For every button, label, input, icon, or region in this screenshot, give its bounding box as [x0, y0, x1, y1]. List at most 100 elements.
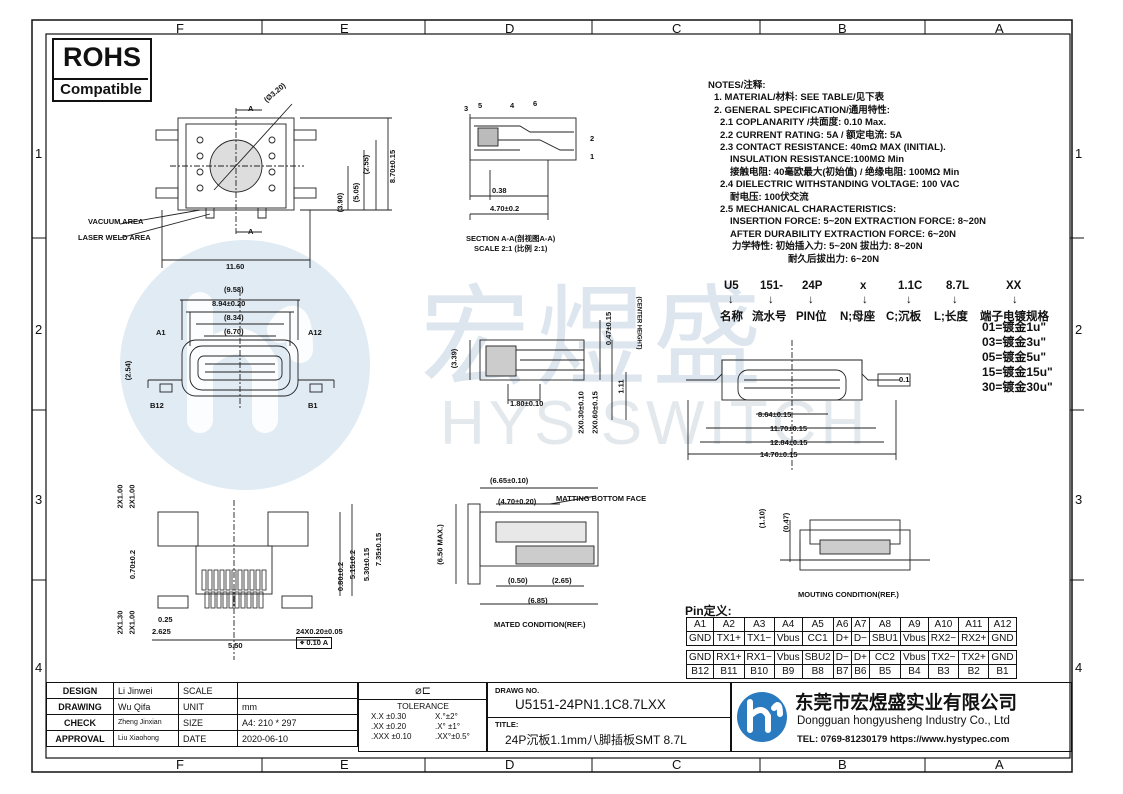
company-block: 东莞市宏煜盛实业有限公司 Dongguan hongyusheng Indust…: [730, 682, 1072, 752]
callout-2: 2: [590, 134, 595, 143]
fp-position-tolerance: ⌖ 0.10 A: [296, 637, 333, 649]
drawing-title: 24P沉板1.1mm八脚插板SMT 8.7L: [505, 733, 687, 747]
dim-2x0-30: 2X0.30±0.10: [576, 391, 586, 434]
mated-dim-6-85: (6.85): [528, 596, 548, 605]
pn-seg-0: U5: [724, 280, 739, 292]
scale-value: [237, 682, 358, 699]
design-name: Li Jinwei: [113, 682, 179, 699]
check-name: Zheng Jinxian: [113, 714, 179, 731]
pin-cell: A8: [868, 617, 902, 632]
pin-cell: CC2: [868, 650, 902, 665]
dim-3-90: (3.90): [335, 192, 345, 213]
pin-cell: D+: [832, 631, 852, 646]
fp-dim-2x1-00-c: 2X1.00: [127, 610, 137, 635]
fp-dim-5-30: 5.30±0.15: [362, 547, 372, 582]
zone-bottom-e: E: [340, 757, 349, 772]
dim-5-05: (5.05): [351, 182, 361, 203]
pin-cell: A4: [773, 617, 803, 632]
footprint-view: [152, 500, 353, 660]
pin-cell: Vbus: [773, 631, 803, 646]
mated-dim-4-70: (4.70±0.20): [498, 497, 537, 506]
fp-dim-2-625: 2.625: [152, 627, 171, 636]
pin-cell: Vbus: [900, 650, 929, 665]
pin-cell: A3: [743, 617, 775, 632]
drawing-number-block: DRAWG NO. U5151-24PN1.1C8.7LXX TITLE: 24…: [486, 682, 732, 752]
pin-cell: Vbus: [900, 631, 929, 646]
fp-tolerance-value: 0.10: [306, 638, 321, 647]
laser-weld-label: LASER WELD AREA: [78, 233, 151, 242]
plating-option: 01=镀金1u": [982, 320, 1047, 334]
flatness-value: 0.1: [899, 375, 910, 384]
pn-arrow: ↓: [808, 294, 814, 306]
pin-cell: GND: [988, 631, 1017, 646]
pn-meaning-5: L;长度: [934, 311, 968, 323]
tol-angle: .X° ±1°: [435, 722, 461, 731]
dim-14-70: 14.70±0.15: [760, 450, 798, 459]
dim-2-55: (2.55): [361, 154, 371, 175]
pin-cell: RX1+: [713, 650, 745, 665]
size-value: A4: 210 * 297: [237, 714, 358, 731]
zone-bottom-c: C: [672, 757, 682, 772]
fp-dim-2x1-00-a: 2X1.00: [115, 484, 125, 509]
pin-cell: D−: [850, 631, 870, 646]
note-line: NOTES/注释:: [708, 80, 766, 91]
pn-arrow: ↓: [952, 294, 958, 306]
note-line: INSULATION RESISTANCE:100MΩ Min: [730, 154, 905, 166]
fp-dim-2x1-00-b: 2X1.00: [127, 484, 137, 509]
tolerance-label: TOLERANCE: [397, 701, 449, 711]
zone-top-a: A: [995, 21, 1004, 36]
note-line: 2.2 CURRENT RATING: 5A / 额定电流: 5A: [720, 129, 903, 141]
pin-cell: B10: [743, 664, 775, 679]
zone-bottom-b: B: [838, 757, 847, 772]
zone-top-d: D: [505, 21, 515, 36]
approval-name: Liu Xiaohong: [113, 730, 179, 747]
pin-cell: A9: [900, 617, 929, 632]
pn-seg-5: 8.7L: [946, 280, 970, 292]
pn-seg-6: XX: [1006, 280, 1022, 292]
note-line: 2. GENERAL SPECIFICATION/通用特性:: [714, 104, 890, 116]
zone-right-3: 3: [1075, 492, 1083, 507]
dim-8-70: 8.70±0.15: [388, 149, 398, 184]
tol-linear: .XX ±0.20: [371, 722, 407, 731]
pin-b12-label: B12: [150, 401, 164, 410]
pin-cell: B12: [685, 664, 715, 679]
dim-0-47: 0.47±0.15: [604, 311, 614, 346]
tol-angle: .XX°±0.5°: [435, 732, 470, 741]
zone-top-f: F: [176, 21, 184, 36]
mount-dim-1-10: (1.10): [757, 508, 767, 529]
pin-cell: B2: [958, 664, 990, 679]
approval-label: APPROVAL: [46, 730, 114, 747]
top-view: [119, 103, 392, 268]
pn-arrow: ↓: [906, 294, 912, 306]
mated-condition-label: MATED CONDITION(REF.): [494, 620, 586, 629]
pin-cell: SBU1: [868, 631, 902, 646]
dim-3-39: (3.39): [449, 348, 459, 369]
dim-8-64: 8.64±0.15: [758, 410, 792, 419]
pin-cell: TX1−: [743, 631, 775, 646]
pin-cell: RX1−: [743, 650, 775, 665]
fp-dim-2x1-30: 2X1.30: [115, 610, 125, 635]
pin-cell: A1: [685, 617, 715, 632]
pn-arrow: ↓: [862, 294, 868, 306]
pin-cell: GND: [988, 650, 1017, 665]
callout-3: 3: [464, 104, 469, 113]
zone-top-e: E: [340, 21, 349, 36]
zone-bottom-d: D: [505, 757, 515, 772]
dim-1-11: 1.11: [616, 379, 626, 394]
plating-option: 05=镀金5u": [982, 350, 1047, 364]
pin-cell: B1: [988, 664, 1017, 679]
mounting-condition-label: MOUTING CONDITION(REF.): [798, 590, 899, 599]
dim-12-84: 12.84±0.15: [770, 438, 808, 447]
fp-dim-5-50: 5.50: [228, 641, 243, 650]
rohs-badge: ROHS Compatible: [52, 38, 152, 102]
pin-cell: B6: [850, 664, 870, 679]
pin-a12-label: A12: [308, 328, 322, 337]
pin-b1-label: B1: [308, 401, 318, 410]
matting-bottom-face-label: MATTING BOTTOM FACE: [556, 494, 647, 503]
